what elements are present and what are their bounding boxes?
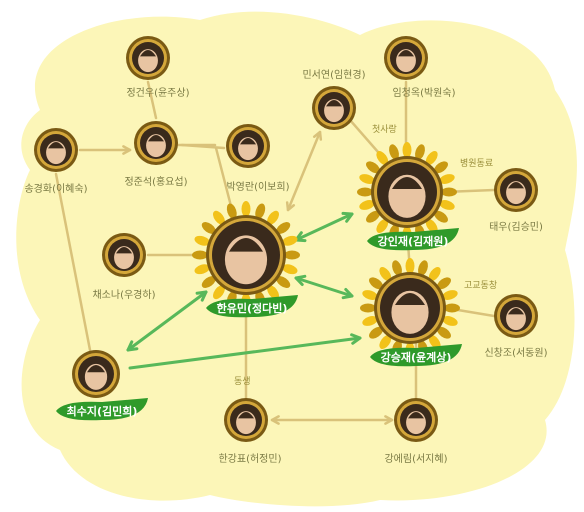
edge-suji-yumin — [126, 290, 208, 352]
person-node-han-yumin: 한유민(정다빈) — [192, 201, 300, 318]
person-node-im-chungok: 임청옥(박원숙) — [384, 36, 456, 99]
person-name-label: 채소나(우경하) — [92, 288, 155, 301]
background-blob — [16, 11, 577, 507]
relation-label: 첫사랑 — [372, 123, 397, 135]
portrait-photo — [394, 398, 438, 442]
person-name-label: 신창조(서동원) — [484, 347, 547, 359]
person-node-park-youngran: 박영란(이보희) — [226, 124, 290, 193]
name-leaf-badge — [56, 398, 148, 421]
person-name-label: 강에림(서지혜) — [384, 453, 447, 465]
connector-layer — [54, 80, 496, 425]
person-name-label: 박영란(이보희) — [226, 181, 289, 193]
portrait-photo — [206, 215, 286, 295]
person-name-label: 임청옥(박원숙) — [392, 86, 455, 99]
portrait-photo — [371, 156, 443, 228]
person-node-chae-sona: 채소나(우경하) — [92, 233, 156, 301]
person-name-label: 최수지(김민희) — [67, 404, 138, 418]
person-name-label: 한강표(허정민) — [218, 453, 281, 465]
portrait-photo — [312, 86, 356, 130]
portrait-photo — [134, 121, 178, 165]
edge-kangpyo-erim — [270, 415, 394, 425]
portrait-photo — [374, 272, 446, 344]
portrait-photo — [34, 128, 78, 172]
person-node-song-kyunghwa: 송경화(이혜숙) — [24, 128, 88, 195]
edge-yumin-seoyeon — [285, 130, 323, 212]
name-leaf-badge — [206, 295, 298, 318]
person-node-jung-gunwoo: 정건우(윤주상) — [126, 36, 190, 99]
person-name-label: 정준석(홍요섭) — [124, 175, 187, 188]
person-node-han-kangpyo: 한강표(허정민) — [218, 398, 282, 465]
person-name-label: 민서연(임현경) — [302, 68, 365, 81]
person-name-label: 송경화(이혜숙) — [24, 182, 87, 195]
person-node-choi-suji: 최수지(김민희) — [56, 350, 148, 421]
person-name-label: 강승재(윤계상) — [381, 350, 452, 364]
portrait-photo — [226, 124, 270, 168]
name-leaf-badge — [367, 228, 459, 251]
person-node-shin-changjo: 신창조(서동원) — [484, 294, 548, 359]
relation-label: 동생 — [234, 376, 251, 387]
person-node-jung-junseok: 정준석(홍요섭) — [124, 121, 188, 188]
edge-gunwoo-junseok — [146, 80, 158, 120]
relation-label: 고교동창 — [464, 280, 497, 291]
people-layer: 정건우(윤주상) 임청옥(박원숙) 민서연(임현경) 송경화(이혜숙) 정준석(홍요섭)… — [24, 36, 548, 465]
edge-kyunghwa-junseok — [78, 145, 132, 155]
person-node-min-seoyeon: 민서연(임현경) — [302, 68, 366, 130]
person-node-taewoo: 태우(김승민) — [489, 168, 543, 233]
person-name-label: 강인재(김재원) — [378, 234, 449, 248]
edge-yumin-seungjae — [294, 274, 354, 300]
person-node-kang-injae: 강인재(김재원) — [357, 142, 459, 251]
edge-kyunghwa-suji — [54, 172, 92, 352]
name-leaf-badge — [370, 344, 462, 367]
person-node-kang-erim: 강에림(서지혜) — [384, 398, 448, 465]
person-name-label: 태우(김승민) — [489, 221, 543, 233]
person-name-label: 정건우(윤주상) — [126, 87, 189, 99]
person-node-kang-seungjae: 강승재(윤계상) — [360, 258, 462, 367]
portrait-photo — [494, 168, 538, 212]
edge-junseok-yumin — [214, 146, 234, 212]
portrait-photo — [72, 350, 120, 398]
portrait-photo — [102, 233, 146, 277]
portrait-photo — [384, 36, 428, 80]
edge-suji-seungjae — [128, 333, 362, 370]
portrait-photo — [126, 36, 170, 80]
person-name-label: 한유민(정다빈) — [217, 301, 288, 315]
portrait-photo — [224, 398, 268, 442]
portrait-photo — [494, 294, 538, 338]
relation-label: 병원동료 — [460, 158, 493, 169]
